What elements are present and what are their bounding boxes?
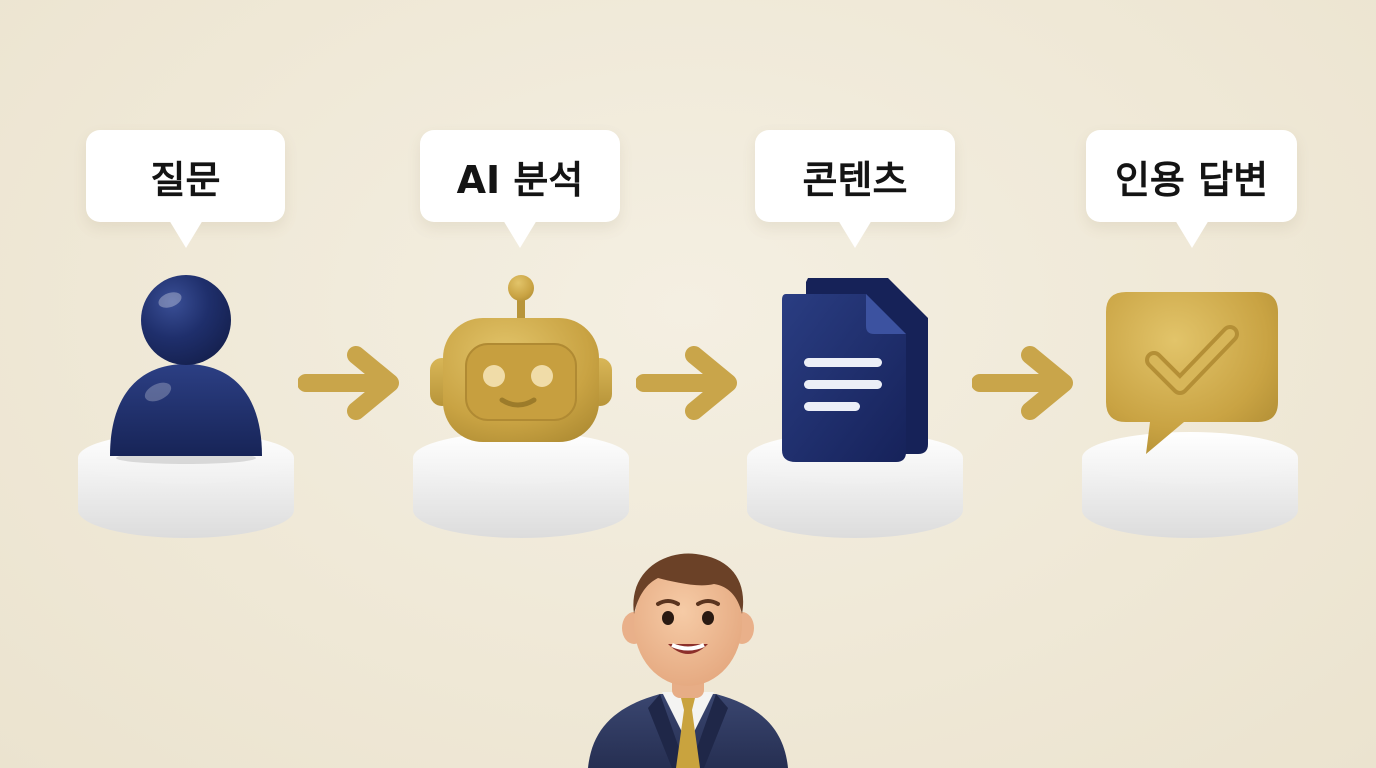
step-label-content: 콘텐츠: [755, 130, 955, 248]
step-label-cited-answer: 인용 답변: [1086, 130, 1297, 248]
step-label-question: 질문: [86, 130, 285, 248]
arrow-right-icon: [298, 346, 399, 420]
user-icon: [110, 275, 262, 464]
arrow-right-icon: [636, 346, 737, 420]
document-icon: [782, 278, 928, 462]
pedestal-4: [1082, 432, 1298, 538]
businessman-icon: [588, 553, 788, 768]
chat-check-icon: [1106, 292, 1278, 454]
arrow-right-icon: [972, 346, 1073, 420]
pedestal-2: [413, 432, 629, 538]
robot-icon: [430, 275, 612, 442]
step-label-ai-analysis: AI 분석: [420, 130, 620, 248]
